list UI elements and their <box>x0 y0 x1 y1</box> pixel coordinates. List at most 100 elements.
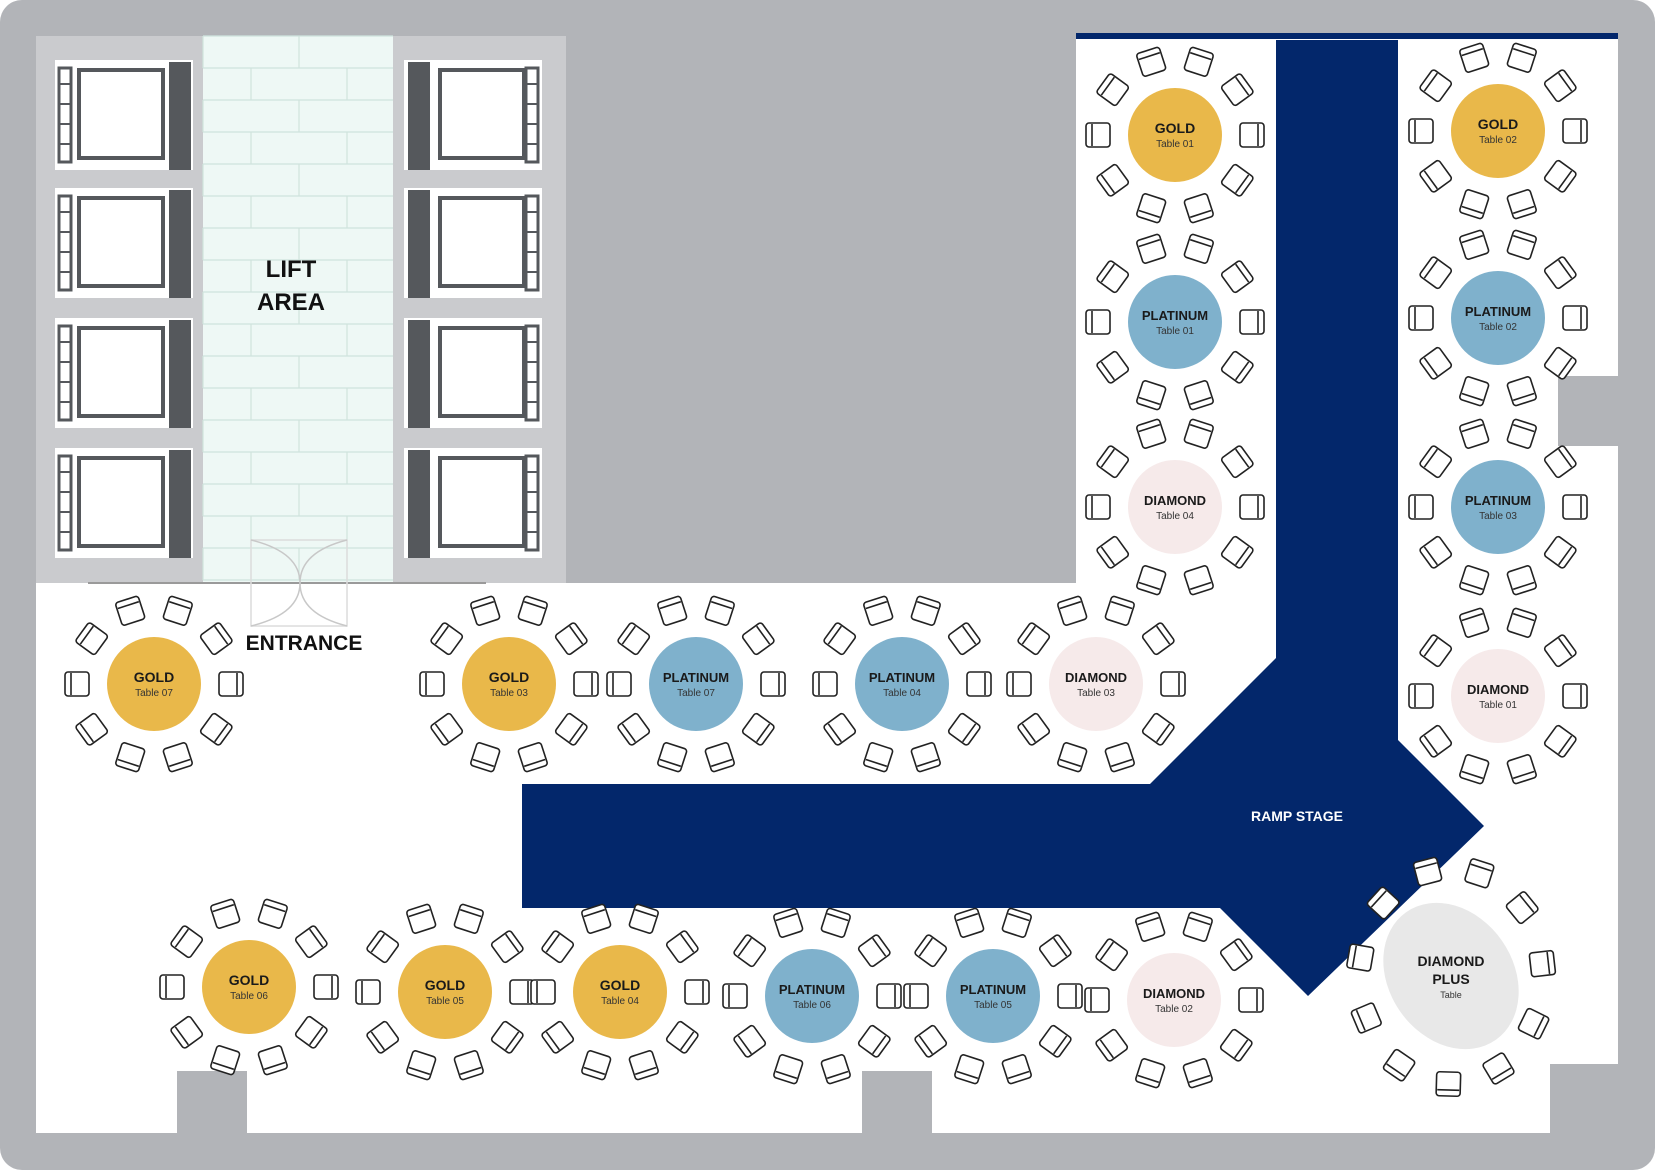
chair-icon <box>294 1015 328 1049</box>
lift-area-label-line1: LIFT <box>266 256 317 283</box>
entrance-door-icon <box>88 539 486 627</box>
table-platinum-04[interactable]: PLATINUM Table 04 <box>812 595 992 773</box>
chair-icon <box>530 979 556 1005</box>
elevator-icon <box>404 318 542 428</box>
chair-icon <box>820 907 851 938</box>
table-title: DIAMOND <box>1065 670 1127 685</box>
chair-icon <box>162 595 193 626</box>
chair-icon <box>1006 671 1032 697</box>
chair-icon <box>1096 350 1130 384</box>
chair-icon <box>1543 535 1577 569</box>
chair-icon <box>1220 260 1254 294</box>
elevator-icon <box>55 448 193 558</box>
chair-icon <box>863 742 894 773</box>
chair-icon <box>857 934 891 968</box>
table-number: Table 05 <box>974 1000 1012 1011</box>
table-number: Table 01 <box>1156 326 1194 337</box>
chair-icon <box>1382 1048 1416 1082</box>
chair-icon <box>1085 494 1111 520</box>
chair-icon <box>966 671 992 697</box>
chair-icon <box>1085 309 1111 335</box>
table-top <box>573 945 667 1039</box>
chair-icon <box>1239 122 1265 148</box>
chair-icon <box>1096 535 1130 569</box>
chair-icon <box>1366 886 1400 920</box>
table-number: Table 04 <box>883 688 921 699</box>
chair-icon <box>1435 1070 1462 1098</box>
table-number: Table 02 <box>1479 135 1517 146</box>
chair-icon <box>1562 494 1588 520</box>
chair-icon <box>1506 565 1537 596</box>
chair-icon <box>541 1020 575 1054</box>
chair-icon <box>1506 42 1537 73</box>
chair-icon <box>1084 987 1110 1013</box>
chair-icon <box>210 1045 241 1076</box>
elevator-icon <box>55 318 193 428</box>
chair-icon <box>1160 671 1186 697</box>
chair-icon <box>1038 1024 1072 1058</box>
table-number: Table 04 <box>601 996 639 1007</box>
table-top <box>946 949 1040 1043</box>
chair-icon <box>1183 193 1214 224</box>
chair-icon <box>419 671 445 697</box>
lift-area-label-line2: AREA <box>257 289 325 316</box>
chair-icon <box>1096 73 1130 107</box>
chair-icon <box>1562 683 1588 709</box>
chair-icon <box>1136 233 1167 264</box>
chair-icon <box>1506 189 1537 220</box>
chair-icon <box>159 974 185 1000</box>
pillar <box>177 1071 247 1133</box>
chair-icon <box>1419 256 1453 290</box>
table-title: PLATINUM <box>869 670 935 685</box>
chair-icon <box>1017 712 1051 746</box>
table-top <box>765 949 859 1043</box>
ramp-stage <box>522 40 1484 996</box>
chair-icon <box>1562 305 1588 331</box>
chair-icon <box>1419 634 1453 668</box>
elevator-icon <box>404 188 542 298</box>
chair-icon <box>430 622 464 656</box>
chair-icon <box>1220 73 1254 107</box>
chair-icon <box>1459 42 1490 73</box>
chair-icon <box>490 1020 524 1054</box>
chair-icon <box>1220 163 1254 197</box>
chair-icon <box>1419 535 1453 569</box>
chair-icon <box>366 1020 400 1054</box>
table-title: GOLD <box>134 669 174 685</box>
table-top <box>649 637 743 731</box>
chair-icon <box>1350 1002 1382 1034</box>
chair-icon <box>115 595 146 626</box>
table-title: DIAMOND <box>1467 682 1529 697</box>
chair-icon <box>1095 1028 1129 1062</box>
chair-icon <box>820 1054 851 1085</box>
chair-icon <box>1141 712 1175 746</box>
chair-icon <box>722 983 748 1009</box>
chair-icon <box>1096 163 1130 197</box>
chair-icon <box>366 930 400 964</box>
chair-icon <box>199 622 233 656</box>
chair-icon <box>257 898 288 929</box>
chair-icon <box>733 934 767 968</box>
chair-icon <box>75 622 109 656</box>
chair-icon <box>657 742 688 773</box>
chair-icon <box>1408 118 1434 144</box>
